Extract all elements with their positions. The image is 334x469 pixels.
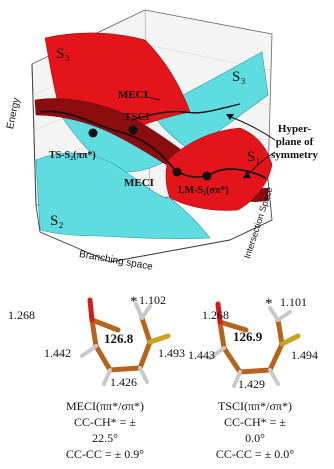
s1-surface: [165, 127, 273, 211]
meci-mid-label: MECI: [124, 177, 154, 189]
hyperplane-line-1: Hyper-: [277, 123, 312, 135]
right-caption: TSCI(ππ*/σπ*) CC-CH* = ± 0.0° CC-CC = ± …: [200, 398, 310, 462]
intersection-axis-line: [229, 219, 273, 241]
left-caption-line-1: MECI(ππ*/σπ*): [66, 399, 144, 413]
arrow-head-upper: [226, 114, 234, 120]
left-caption-line-4: CC-CC = ± 0.9°: [65, 447, 145, 461]
left-caption-line-3: 22.5°: [92, 431, 118, 445]
hyperplane-line-3: symmetry: [271, 149, 319, 161]
s1-label: S₁: [247, 149, 261, 165]
upper-seam: [131, 103, 241, 121]
right-star: *: [265, 296, 273, 312]
tsci-point: [128, 125, 138, 135]
left-hydrogens: [80, 302, 152, 386]
ts-s2-point: [88, 128, 98, 138]
right-carbon-bonds: [217, 317, 285, 375]
hyperplane-line-2: plane of: [275, 136, 314, 148]
lm-s1-label: LM-S₁(σπ*): [178, 185, 229, 196]
branching-axis-line: [109, 239, 231, 263]
left-bond-mid-left: 1.442: [44, 346, 71, 360]
s2-surface: [35, 152, 211, 240]
s3-surface-right: [149, 51, 269, 151]
right-caption-line-3: 0.0°: [245, 431, 265, 445]
energy-axis: [31, 63, 37, 206]
lm-s1-point: [202, 171, 212, 181]
right-bond-top-left: 1.268: [202, 308, 229, 322]
meci-mid-point: [172, 167, 182, 177]
molecule-right: [208, 301, 301, 388]
left-caption: MECI(ππ*/σπ*) CC-CH* = ± 22.5° CC-CC = ±…: [50, 398, 160, 462]
right-bond-mid-right: 1.494: [291, 348, 318, 362]
right-oxygen-bond: [215, 301, 223, 325]
right-angle: 126.9: [233, 329, 263, 344]
left-star: *: [130, 294, 138, 310]
s2-label: S₂: [50, 213, 64, 229]
s3-right-label: S₃: [232, 69, 246, 85]
left-bond-bottom: 1.426: [110, 375, 137, 389]
left-angle: 126.8: [104, 331, 134, 346]
arrow-head-lower: [243, 171, 251, 178]
left-oxygen-bond: [87, 297, 95, 323]
meci-top-label: MECI: [118, 89, 148, 101]
s3-left-label: S₃: [56, 46, 70, 62]
right-caption-line-2: CC-CH* = ±: [223, 415, 287, 429]
ts-s2-label: TS-S₂(ππ*): [49, 150, 96, 161]
right-bond-bottom: 1.429: [238, 377, 265, 391]
left-caption-line-2: CC-CH* = ±: [73, 415, 137, 429]
tsci-label: TSCI: [124, 111, 150, 123]
left-chlorine-bond: [147, 333, 171, 345]
right-bond-mid-left: 1.443: [188, 348, 215, 362]
left-carbon-bonds: [89, 315, 153, 373]
right-hydrogens: [208, 306, 292, 388]
right-chlorine-bond: [279, 333, 301, 347]
left-bond-top-right: 1.102: [139, 293, 166, 307]
molecule-left: [80, 297, 171, 386]
intersection-seam: [39, 110, 267, 179]
left-bond-top-left: 1.268: [8, 308, 35, 322]
right-caption-line-1: TSCI(ππ*/σπ*): [218, 399, 292, 413]
meci-top-pointer: [146, 96, 161, 101]
right-bond-top-right: 1.101: [280, 295, 307, 309]
left-bond-mid-right: 1.493: [158, 346, 185, 360]
right-caption-line-4: CC-CC = ± 0.0°: [215, 447, 295, 461]
hyperplane-label: Hyper- plane of symmetry: [271, 123, 318, 162]
